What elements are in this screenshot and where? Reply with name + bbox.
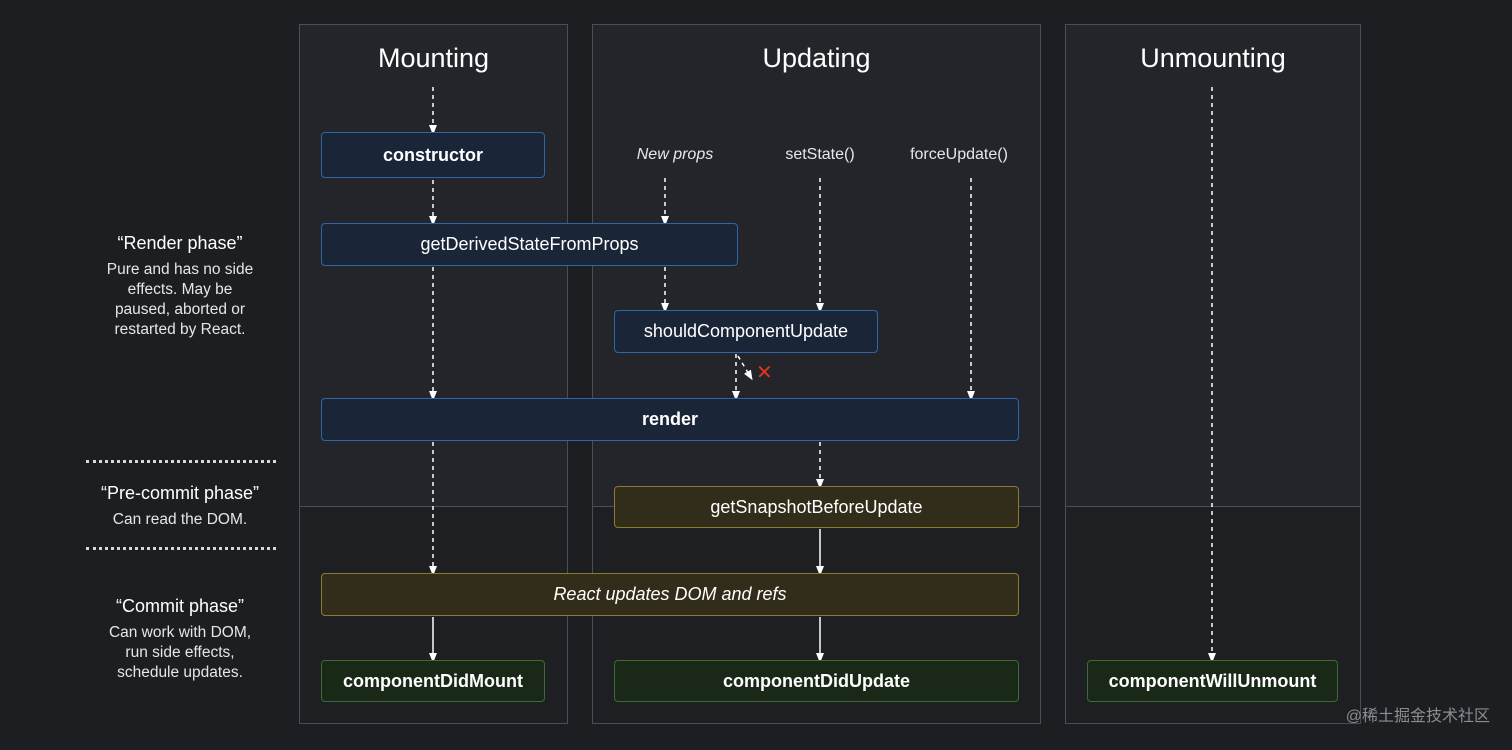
commit-phase-title: “Commit phase” (115, 596, 245, 616)
watermark: @稀土掘金技术社区 (1345, 708, 1490, 725)
get-snapshot-box: getSnapshotBeforeUpdate (614, 486, 1019, 528)
commit-phase-desc-line: Can work with DOM, (108, 624, 252, 641)
render-phase-desc-line: Pure and has no side (106, 261, 254, 278)
commit-phase-desc-line: run side effects, (125, 644, 235, 661)
component-did-update-box: componentDidUpdate (614, 660, 1019, 702)
trigger-set-state: setState() (785, 146, 855, 163)
precommit-phase-title: “Pre-commit phase” (100, 483, 260, 503)
precommit-phase-desc-line: Can read the DOM. (112, 511, 248, 528)
trigger-force-update: forceUpdate() (910, 146, 1008, 163)
trigger-new-props: New props (636, 146, 714, 163)
react-updates-dom-box: React updates DOM and refs (321, 573, 1019, 616)
mounting-title: Mounting (377, 43, 490, 73)
component-did-mount-box: componentDidMount (321, 660, 545, 702)
cancel-x-icon: ✕ (756, 362, 773, 384)
phase-divider-bottom (86, 547, 276, 550)
unmounting-title: Unmounting (1140, 43, 1286, 73)
render-phase-desc-line: effects. May be (127, 281, 233, 298)
render-phase-desc-line: restarted by React. (114, 321, 246, 338)
updating-title: Updating (762, 43, 871, 73)
render-phase-desc: Pure and has no side effects. May be pau… (70, 260, 290, 340)
phase-divider-top (86, 460, 276, 463)
render-phase-desc-line: paused, aborted or (114, 301, 246, 318)
commit-phase-desc: Can work with DOM, run side effects, sch… (70, 623, 290, 683)
constructor-box: constructor (321, 132, 545, 178)
component-will-unmount-box: componentWillUnmount (1087, 660, 1338, 702)
should-component-update-box: shouldComponentUpdate (614, 310, 878, 353)
get-derived-state-box: getDerivedStateFromProps (321, 223, 738, 266)
commit-phase-desc-line: schedule updates. (117, 664, 243, 681)
precommit-phase-label: “Pre-commit phase” Can read the DOM. (70, 483, 290, 530)
arrow-scu-cancel (737, 355, 753, 381)
render-box: render (321, 398, 1019, 441)
render-phase-title: “Render phase” (117, 233, 243, 253)
commit-phase-label: “Commit phase” Can work with DOM, run si… (70, 596, 290, 683)
precommit-phase-desc: Can read the DOM. (70, 510, 290, 530)
render-phase-label: “Render phase” Pure and has no side effe… (70, 233, 290, 340)
